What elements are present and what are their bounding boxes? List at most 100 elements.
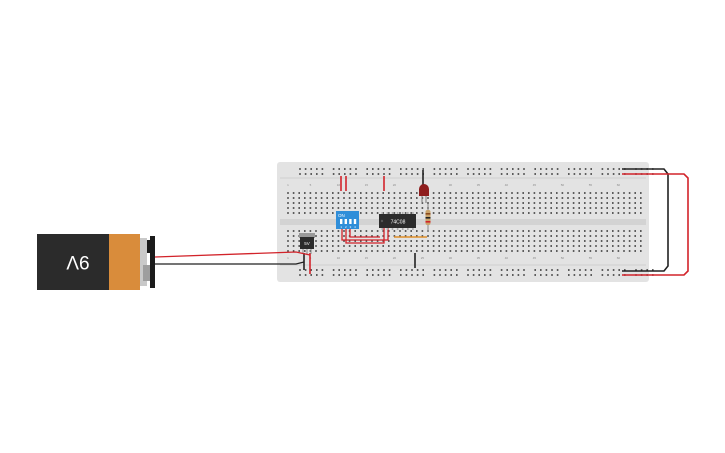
hole[interactable] xyxy=(450,168,452,170)
hole[interactable] xyxy=(494,197,496,199)
hole[interactable] xyxy=(432,250,435,252)
hole[interactable] xyxy=(355,274,357,276)
hole[interactable] xyxy=(410,212,412,214)
hole[interactable] xyxy=(516,230,519,232)
hole[interactable] xyxy=(466,250,468,252)
hole[interactable] xyxy=(421,245,424,247)
hole[interactable] xyxy=(607,168,609,170)
hole[interactable] xyxy=(539,207,541,209)
hole[interactable] xyxy=(338,173,340,175)
hole[interactable] xyxy=(595,245,597,247)
hole[interactable] xyxy=(337,207,340,209)
hole[interactable] xyxy=(421,212,424,214)
hole[interactable] xyxy=(444,212,446,214)
hole[interactable] xyxy=(326,197,328,199)
hole[interactable] xyxy=(444,197,446,199)
hole[interactable] xyxy=(315,192,317,194)
hole[interactable] xyxy=(455,250,457,252)
hole[interactable] xyxy=(500,202,502,204)
hole[interactable] xyxy=(315,202,317,204)
hole[interactable] xyxy=(404,207,407,209)
hole[interactable] xyxy=(505,192,508,194)
hole[interactable] xyxy=(472,212,474,214)
hole[interactable] xyxy=(595,202,597,204)
hole[interactable] xyxy=(606,197,608,199)
hole[interactable] xyxy=(572,212,575,214)
hole[interactable] xyxy=(550,192,552,194)
hole[interactable] xyxy=(438,202,440,204)
hole[interactable] xyxy=(292,230,295,232)
hole[interactable] xyxy=(516,207,519,209)
hole[interactable] xyxy=(567,240,569,242)
hole[interactable] xyxy=(578,235,580,237)
hole[interactable] xyxy=(299,269,301,271)
hole[interactable] xyxy=(376,240,379,242)
hole[interactable] xyxy=(372,173,374,175)
hole[interactable] xyxy=(337,202,340,204)
hole[interactable] xyxy=(404,192,407,194)
hole[interactable] xyxy=(600,212,603,214)
hole[interactable] xyxy=(410,235,412,237)
hole[interactable] xyxy=(483,197,485,199)
hole[interactable] xyxy=(360,230,362,232)
hole[interactable] xyxy=(416,235,418,237)
hole[interactable] xyxy=(522,250,524,252)
hole[interactable] xyxy=(550,250,552,252)
hole[interactable] xyxy=(573,168,576,170)
hole[interactable] xyxy=(523,173,525,175)
hole[interactable] xyxy=(404,202,407,204)
hole[interactable] xyxy=(438,230,440,232)
hole[interactable] xyxy=(354,230,356,232)
hole[interactable] xyxy=(567,192,569,194)
hole[interactable] xyxy=(377,168,380,170)
hole[interactable] xyxy=(623,240,625,242)
hole[interactable] xyxy=(551,173,553,175)
hole[interactable] xyxy=(488,230,491,232)
hole[interactable] xyxy=(516,250,519,252)
hole[interactable] xyxy=(377,274,380,276)
hole[interactable] xyxy=(634,192,636,194)
hole[interactable] xyxy=(467,168,469,170)
hole[interactable] xyxy=(595,212,597,214)
hole[interactable] xyxy=(466,212,468,214)
hole[interactable] xyxy=(617,202,620,204)
dip-toggle[interactable] xyxy=(349,219,352,224)
hole[interactable] xyxy=(466,230,468,232)
hole[interactable] xyxy=(478,269,480,271)
hole[interactable] xyxy=(382,212,384,214)
hole[interactable] xyxy=(634,235,636,237)
hole[interactable] xyxy=(360,245,362,247)
hole[interactable] xyxy=(376,212,379,214)
hole[interactable] xyxy=(528,235,530,237)
hole[interactable] xyxy=(640,230,642,232)
hole[interactable] xyxy=(354,207,356,209)
hole[interactable] xyxy=(332,250,334,252)
hole[interactable] xyxy=(533,230,536,232)
hole[interactable] xyxy=(477,250,480,252)
hole[interactable] xyxy=(383,274,385,276)
hole[interactable] xyxy=(439,269,441,271)
hole[interactable] xyxy=(360,250,362,252)
hole[interactable] xyxy=(315,212,317,214)
hole[interactable] xyxy=(528,212,530,214)
hole[interactable] xyxy=(561,207,564,209)
hole[interactable] xyxy=(337,245,340,247)
hole[interactable] xyxy=(516,197,519,199)
hole[interactable] xyxy=(344,269,346,271)
hole[interactable] xyxy=(533,207,536,209)
hole[interactable] xyxy=(292,197,295,199)
hole[interactable] xyxy=(612,173,615,175)
hole[interactable] xyxy=(427,240,429,242)
hole[interactable] xyxy=(640,207,642,209)
hole[interactable] xyxy=(640,235,642,237)
hole[interactable] xyxy=(584,212,586,214)
hole[interactable] xyxy=(287,240,289,242)
hole[interactable] xyxy=(640,245,642,247)
hole[interactable] xyxy=(343,230,345,232)
hole[interactable] xyxy=(304,274,307,276)
hole[interactable] xyxy=(522,240,524,242)
hole[interactable] xyxy=(623,250,625,252)
hole[interactable] xyxy=(349,274,352,276)
hole[interactable] xyxy=(439,173,441,175)
hole[interactable] xyxy=(584,245,586,247)
